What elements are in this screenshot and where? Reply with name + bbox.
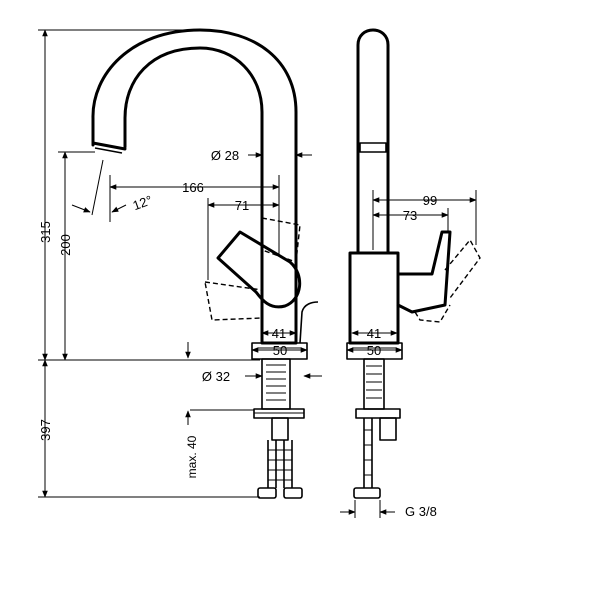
label-front-50: 50 — [273, 343, 287, 358]
side-hose-fitting — [353, 487, 381, 499]
lever — [216, 230, 301, 309]
label-diameter-28: Ø 28 — [211, 148, 239, 163]
side-lever-alt — [414, 238, 481, 323]
label-397: 397 — [38, 419, 53, 441]
dimension-labels: 315 397 200 12° 166 71 Ø 28 41 50 Ø 32 m… — [38, 148, 437, 519]
hose-fitting-left — [257, 487, 277, 499]
spout-tip — [91, 141, 127, 151]
label-front-41: 41 — [272, 326, 286, 341]
side-mounting-nut — [379, 417, 397, 441]
side-hoses — [363, 418, 373, 488]
label-side-50: 50 — [367, 343, 381, 358]
front-view — [91, 28, 319, 499]
dimension-lines — [38, 29, 477, 518]
label-g-3-8: G 3/8 — [405, 504, 437, 519]
label-315: 315 — [38, 221, 53, 243]
spout-outline-inner — [91, 28, 298, 257]
spout-outline — [123, 46, 264, 257]
lever-alt-position-lower — [204, 281, 263, 321]
side-aerator — [359, 142, 387, 153]
shank — [261, 358, 291, 410]
label-71: 71 — [235, 198, 249, 213]
label-166: 166 — [182, 180, 204, 195]
side-mounting-plate — [355, 408, 401, 419]
side-view — [346, 28, 481, 499]
aerator — [94, 147, 123, 154]
label-12-degrees: 12° — [131, 192, 155, 213]
label-side-41: 41 — [367, 326, 381, 341]
mounting-nut — [271, 417, 289, 441]
label-diameter-32: Ø 32 — [202, 369, 230, 384]
label-side-99: 99 — [423, 193, 437, 208]
side-lever — [396, 230, 452, 314]
side-spout — [356, 28, 390, 255]
supply-hoses — [267, 440, 293, 488]
hose-fitting-right — [283, 487, 303, 499]
label-max-40: max. 40 — [185, 435, 199, 478]
label-side-73: 73 — [403, 208, 417, 223]
lever-alt-position-upper — [261, 217, 301, 263]
popup-rod — [299, 301, 319, 344]
label-200: 200 — [58, 234, 73, 256]
